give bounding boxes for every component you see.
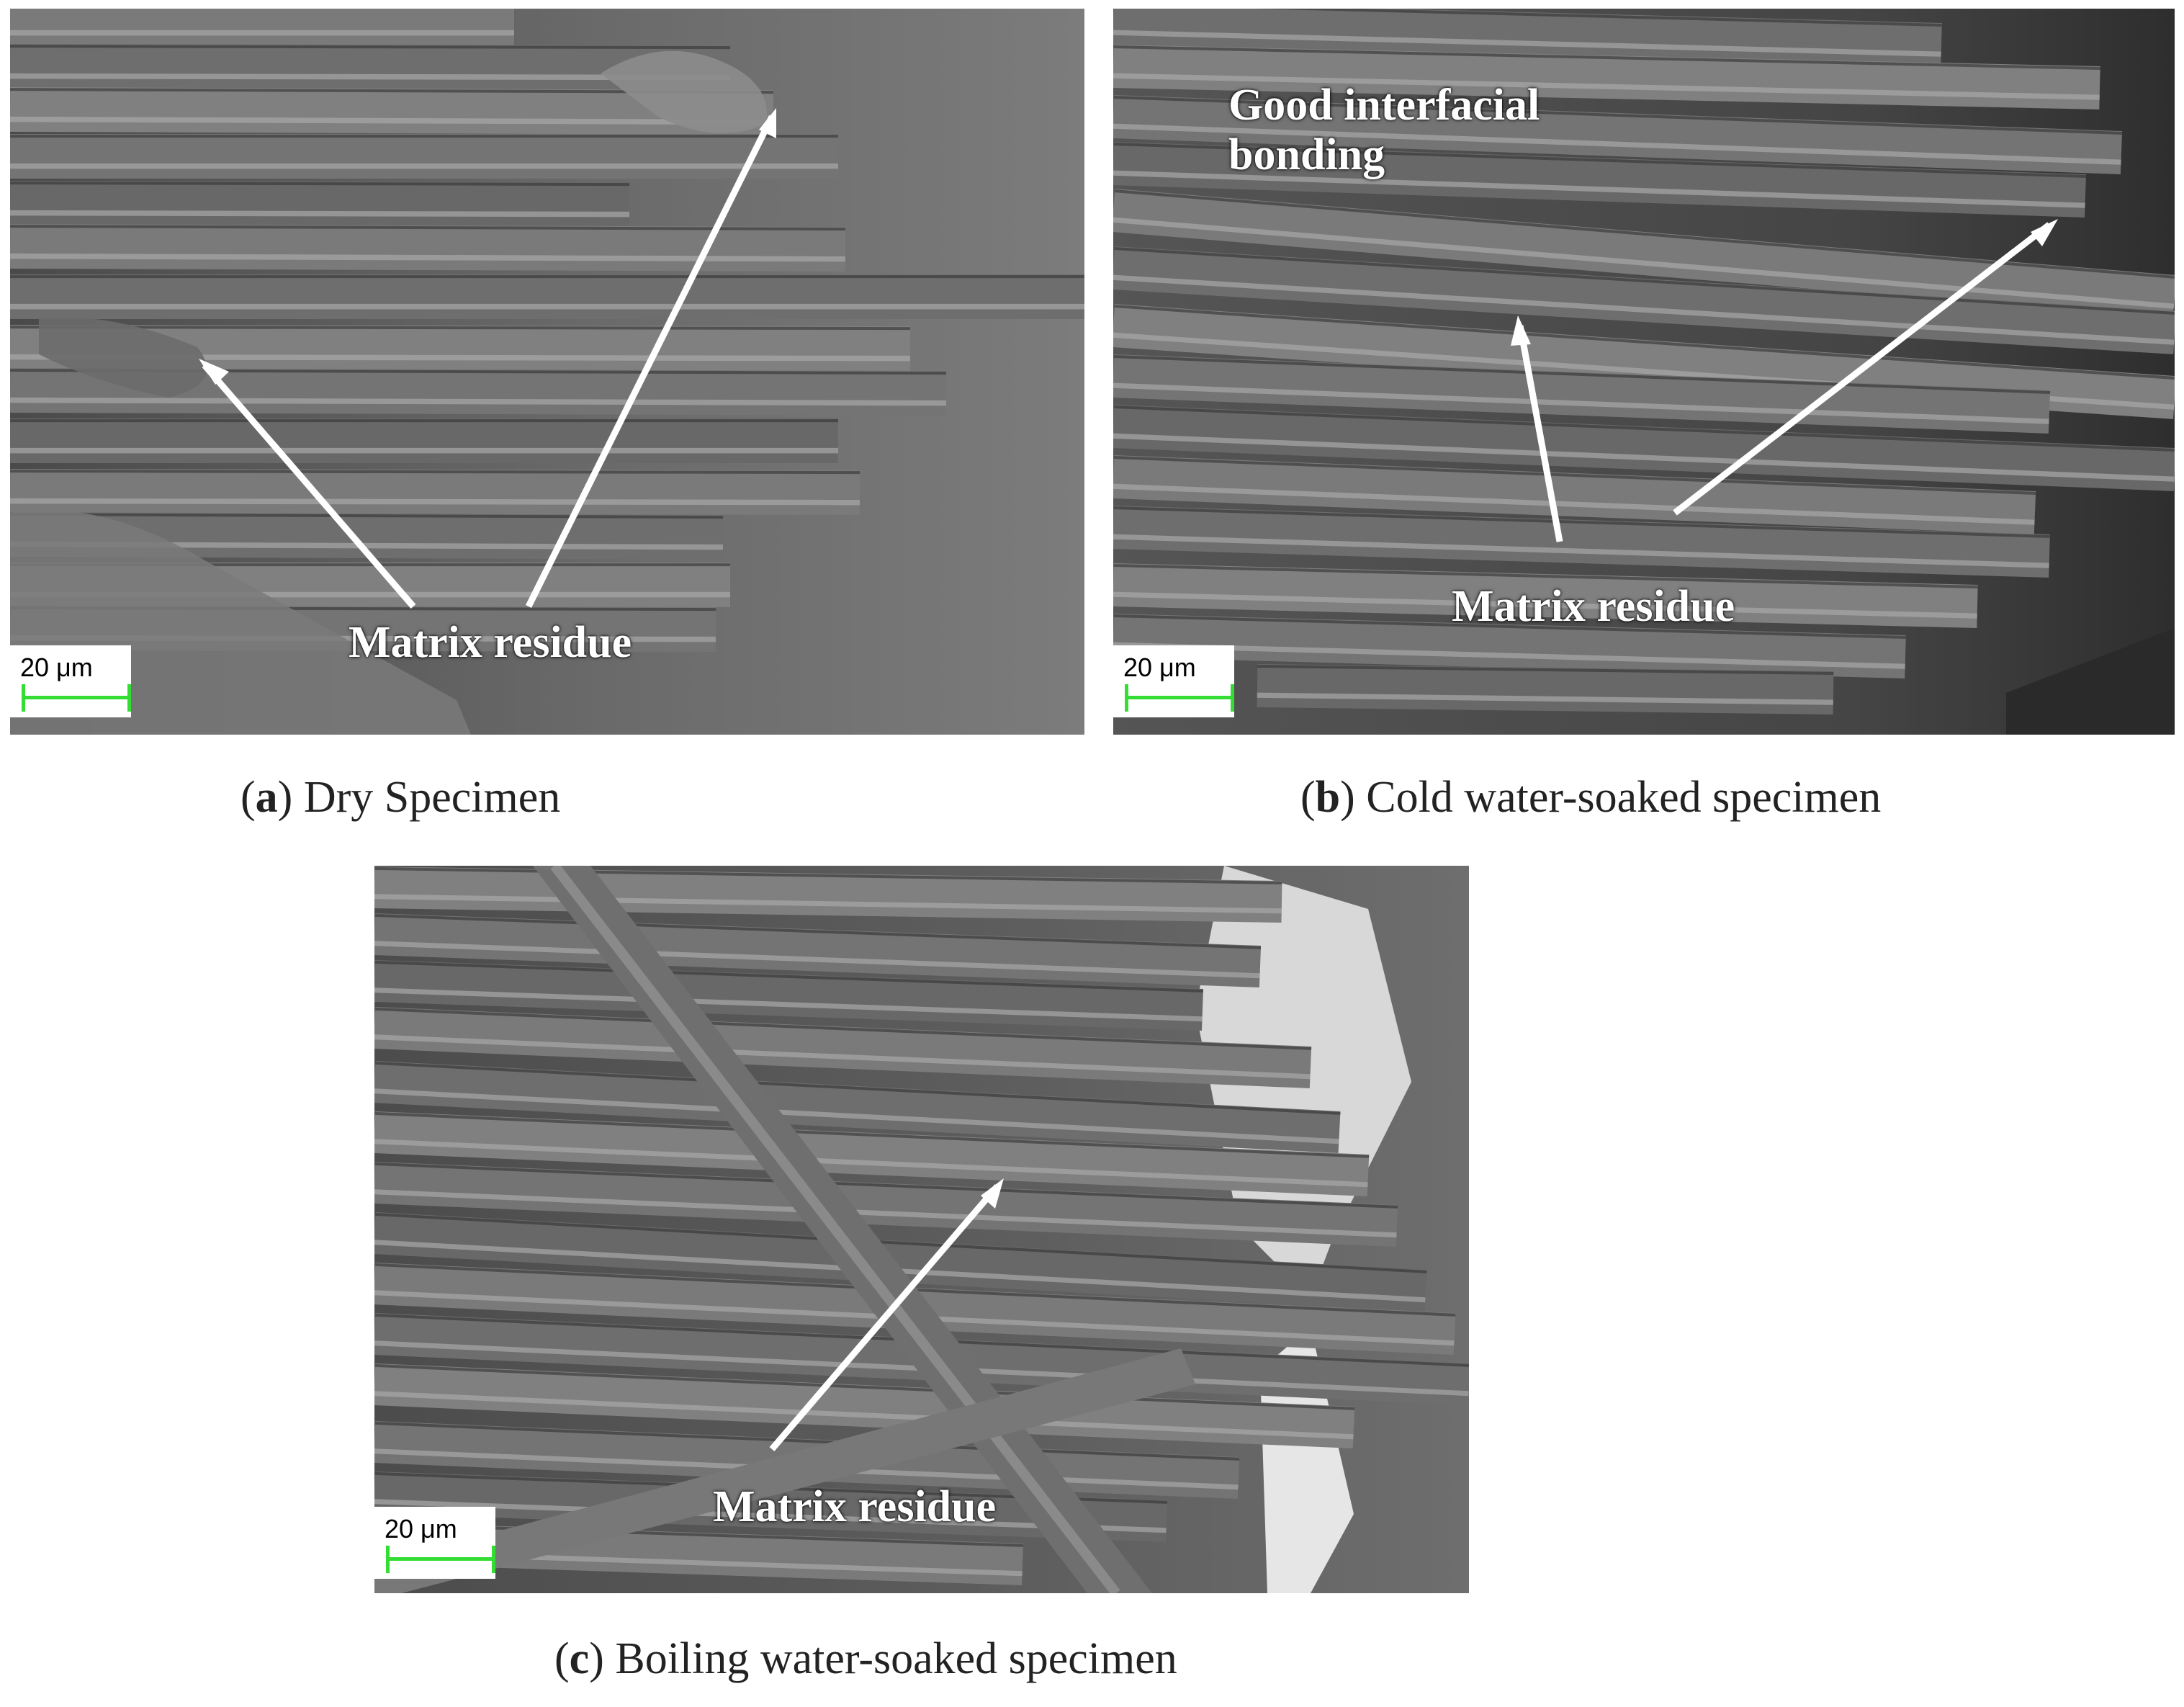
fiber-shadow bbox=[1113, 45, 2100, 71]
fiber-shadow bbox=[1114, 406, 2175, 452]
caption-text-c: Boiling water-soaked specimen bbox=[615, 1634, 1177, 1683]
fiber-highlight bbox=[1113, 382, 2049, 424]
fiber-shadow bbox=[375, 1421, 1240, 1461]
fiber-highlight bbox=[374, 1088, 1339, 1144]
fiber-shadow bbox=[374, 866, 1282, 884]
fiber bbox=[10, 274, 1084, 319]
scale-bar-tick bbox=[1125, 684, 1128, 712]
fiber-shadow bbox=[1114, 247, 2175, 315]
fiber-shadow bbox=[1113, 506, 2050, 539]
fiber-micrograph-c bbox=[374, 866, 1469, 1593]
fiber-shadow bbox=[10, 326, 911, 331]
fiber-highlight bbox=[374, 894, 1282, 914]
fiber-highlight bbox=[1113, 534, 2049, 568]
fiber-shadow bbox=[375, 1212, 1427, 1273]
scale-bar-c: 20 μm bbox=[374, 1507, 495, 1579]
fiber-shadow bbox=[375, 1061, 1341, 1115]
fiber bbox=[10, 469, 860, 515]
fiber-shadow bbox=[374, 960, 1203, 993]
fiber-highlight bbox=[1113, 73, 2100, 100]
fiber-highlight bbox=[1113, 217, 2175, 309]
fiber-highlight bbox=[1113, 591, 1977, 619]
caption-b: (b) Cold water-soaked specimen bbox=[1300, 773, 1882, 822]
fiber-highlight bbox=[10, 498, 860, 506]
good-bonding-label: Good interfacial bonding bbox=[1228, 81, 1540, 180]
caption-text-a: Dry Specimen bbox=[303, 773, 561, 822]
fiber-highlight bbox=[1113, 642, 1905, 669]
fiber-highlight bbox=[374, 987, 1203, 1022]
sem-image-cold-water-specimen: Good interfacial bonding Matrix residue … bbox=[1113, 9, 2175, 735]
scale-bar-label-b: 20 μm bbox=[1123, 653, 1196, 682]
fiber-shadow bbox=[1113, 456, 2036, 496]
fiber-highlight bbox=[1113, 274, 2175, 345]
fiber-shadow bbox=[1257, 665, 1834, 676]
fiber-highlight bbox=[1257, 692, 1833, 705]
caption-letter-a: a bbox=[255, 773, 278, 822]
fiber-shadow bbox=[375, 1162, 1398, 1209]
matrix-residue-label-c: Matrix residue bbox=[713, 1482, 997, 1531]
fiber-shadow bbox=[374, 913, 1262, 949]
sem-image-boiling-water-specimen: Matrix residue 20 μm bbox=[374, 866, 1469, 1593]
caption-letter-b: b bbox=[1315, 773, 1341, 822]
fiber-shadow bbox=[1113, 355, 2051, 395]
scale-bar-a: 20 μm bbox=[10, 645, 131, 717]
fiber-shadow bbox=[1113, 96, 2123, 135]
fiber-highlight bbox=[10, 116, 773, 125]
scale-bar-tick bbox=[492, 1546, 495, 1573]
fiber-shadow bbox=[1114, 305, 2175, 380]
caption-text-b: Cold water-soaked specimen bbox=[1366, 773, 1882, 822]
fiber-highlight bbox=[1113, 483, 2035, 525]
fiber-highlight bbox=[374, 1499, 1167, 1533]
fiber-shadow bbox=[1113, 564, 1978, 589]
fiber-highlight bbox=[1113, 30, 1941, 57]
scale-bar-line bbox=[1125, 696, 1234, 699]
fiber bbox=[10, 9, 514, 45]
scale-bar-tick bbox=[1231, 684, 1234, 712]
fiber-micrograph-a bbox=[10, 9, 1084, 735]
matrix-residue-label-a: Matrix residue bbox=[349, 618, 632, 667]
fiber-highlight bbox=[374, 1189, 1397, 1238]
fiber bbox=[10, 181, 630, 227]
fiber-shadow bbox=[375, 1363, 1355, 1410]
sem-image-dry-specimen: Matrix residue 20 μm bbox=[10, 9, 1084, 735]
fiber-shadow bbox=[10, 225, 846, 231]
caption-c: (c) Boiling water-soaked specimen bbox=[554, 1634, 1177, 1683]
fiber-highlight bbox=[374, 941, 1260, 979]
fiber-highlight bbox=[1113, 433, 2175, 482]
fiber-shadow bbox=[10, 470, 860, 475]
fiber bbox=[10, 134, 838, 179]
fiber-highlight bbox=[374, 1391, 1354, 1440]
fiber-shadow bbox=[1251, 9, 1942, 27]
scale-bar-tick bbox=[127, 684, 131, 712]
fiber-shadow bbox=[10, 45, 731, 50]
fiber-highlight bbox=[1113, 170, 2085, 208]
matrix-residue-label-b: Matrix residue bbox=[1452, 582, 1735, 631]
scale-bar-label-a: 20 μm bbox=[20, 653, 93, 682]
fiber-highlight bbox=[374, 1034, 1311, 1080]
fiber-highlight bbox=[374, 1139, 1368, 1188]
caption-a: (a) Dry Specimen bbox=[241, 773, 561, 822]
fiber-micrograph-b bbox=[1113, 9, 2175, 735]
fiber-highlight bbox=[1113, 123, 2121, 165]
caption-letter-c: c bbox=[569, 1634, 590, 1683]
scale-bar-label-c: 20 μm bbox=[385, 1514, 457, 1544]
fiber-shadow bbox=[10, 182, 630, 187]
scale-bar-tick bbox=[386, 1546, 390, 1573]
scale-bar-line bbox=[386, 1557, 495, 1561]
fiber-shadow bbox=[10, 513, 724, 519]
fiber bbox=[10, 224, 846, 272]
fiber-highlight bbox=[10, 397, 946, 406]
scale-bar-tick bbox=[22, 684, 25, 712]
fiber-highlight bbox=[10, 253, 845, 262]
fiber bbox=[1113, 9, 1942, 66]
fiber-shadow bbox=[375, 1007, 1312, 1050]
fiber-highlight bbox=[10, 210, 629, 218]
fiber-shadow bbox=[1113, 143, 2086, 179]
scale-bar-b: 20 μm bbox=[1113, 645, 1234, 717]
scale-bar-line bbox=[22, 696, 131, 699]
fiber bbox=[10, 418, 838, 463]
fiber-shadow bbox=[375, 1111, 1370, 1158]
fiber-shadow bbox=[1113, 614, 1906, 640]
